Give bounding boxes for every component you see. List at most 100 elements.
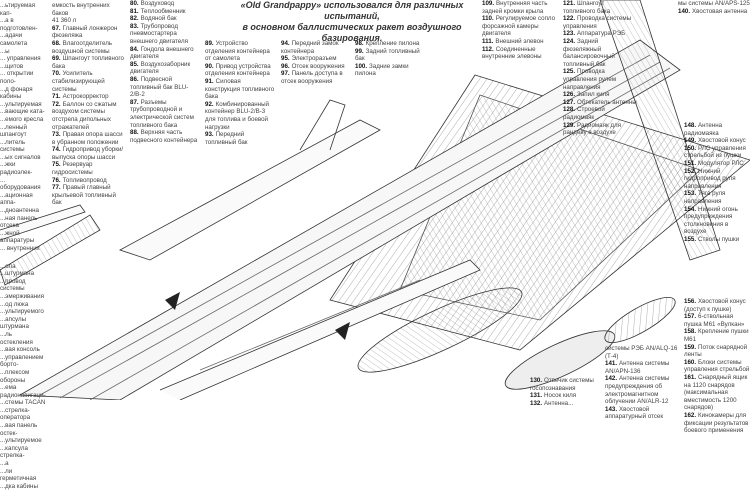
legend-text: 6-ствольная пушка М61 «Вулкан» <box>684 313 745 328</box>
legend-text: Передний топливный бак <box>205 131 248 146</box>
legend-text: ...капсула стрелка- <box>0 444 28 460</box>
legend-number: 150. <box>684 144 697 152</box>
legend-item: ...вая панель остек- <box>0 422 46 437</box>
legend-item: 122.Проводка системы управления <box>563 15 637 30</box>
legend-text: Влагоотделитель воздушной системы <box>52 39 113 55</box>
legend-text: Устройство отделения контейнера от самол… <box>205 40 270 63</box>
legend-text: Гидропривод уборки/выпуска опоры шасси <box>52 146 124 161</box>
legend-item: 162.Кинокамеры для фиксации результатов … <box>684 412 750 435</box>
legend-text: Антенна радиомаяка <box>684 122 723 137</box>
legend-item: 140.Хвостовая антенна <box>678 8 750 16</box>
legend-item: ...ная панель отсека <box>0 215 46 230</box>
legend-text: 41 360 л <box>52 17 77 25</box>
legend-item: ... внутренних <box>0 245 46 253</box>
legend-item: 161.Снарядный ящик на 1120 снарядов (мак… <box>684 374 750 412</box>
legend-item: 152.Нижний гидропривод руля направления <box>684 168 750 191</box>
arrow-marker <box>165 292 180 310</box>
legend-text: Трубопровод пневмостартера внешнего двиг… <box>130 22 188 45</box>
legend-item: ...стрелка-оператора <box>0 407 46 422</box>
legend-number: 83. <box>130 22 139 30</box>
legend-number: 160. <box>684 358 697 366</box>
legend-item: 159.Поток снарядной ленты <box>684 344 750 359</box>
legend-text: Передний замок контейнера <box>281 40 339 55</box>
legend-item: 76.Топливопровод <box>52 177 124 185</box>
legend-text: ...ы <box>0 47 10 55</box>
legend-item: ...ьтируемая кап- <box>0 2 46 17</box>
legend-number: 67. <box>52 24 61 32</box>
legend-item: ...жки радиоэлек- <box>0 161 46 176</box>
legend-item: ... управления <box>0 55 46 63</box>
legend-number: 89. <box>205 40 214 47</box>
legend-number: 153. <box>684 190 697 198</box>
legend-item: ...капсула стрелка- <box>0 445 46 460</box>
legend-item: 86.Подвесной топливный бак BLU-2/B-2 <box>130 76 198 99</box>
legend-text: Антенна... <box>544 399 574 407</box>
legend-text: ...вая консоль <box>0 346 40 354</box>
legend-number: 85. <box>130 60 139 68</box>
legend-number: 149. <box>684 137 697 145</box>
legend-number: 95. <box>281 55 290 63</box>
legend-text: Правый главный крыльевой топливный бак <box>52 184 116 207</box>
legend-number: 73. <box>52 131 61 139</box>
legend-item: 109.Внутренняя часть задней кромки крыла <box>482 0 556 15</box>
legend-item: ...адачи самолета <box>0 32 46 47</box>
legend-text: Аппаратура РЭБ <box>577 30 626 38</box>
legend-item: 73.Правая опора шасси в убранном положен… <box>52 131 124 146</box>
legend-item: системы РЭБ AN/ALQ-16 (Т-4) <box>605 345 679 360</box>
legend-item: ...ых сигналов <box>0 154 46 162</box>
legend-item: 160.Блоки системы управления стрельбой <box>684 359 750 374</box>
legend-text: ...ультируемая <box>0 100 42 108</box>
legend-item: 87.Разъемы трубопроводной и электрическо… <box>130 99 198 129</box>
legend-text: ...ленный шпангоут <box>0 123 27 139</box>
nose-cone-upper <box>0 204 86 241</box>
legend-text: Шпангоут топливного бака <box>563 0 611 15</box>
legend-item: 81.Теплообменник <box>130 8 198 16</box>
tail-gun-section <box>604 297 676 343</box>
legend-item: ...ультируемая <box>0 101 46 109</box>
legend-item: 148.Антенна радиомаяка <box>684 122 750 137</box>
legend-text: ...емого кресла <box>0 115 44 123</box>
legend-item: ...эмерживания <box>0 293 46 301</box>
legend-item: ...ли герметичная <box>0 468 46 483</box>
legend-text: емкость внутренних баков <box>52 2 110 17</box>
legend-text: Крепление пушки М61 <box>684 328 749 343</box>
legend-text: ...штурмана <box>0 270 35 278</box>
legend-text: Хвостовой конус <box>698 137 746 145</box>
legend-item: 129.Радиомаяк для рандеву в воздухе <box>563 122 637 137</box>
legend-number: 84. <box>130 45 139 53</box>
legend-text: системы РЭБ AN/ALQ-16 (Т-4) <box>605 345 678 360</box>
legend-item: ...ультируемого <box>0 308 46 316</box>
legend-item: 154.Нижний огонь предупреждения столкнов… <box>684 206 750 236</box>
legend-text: ... открытии поло- <box>0 70 34 85</box>
legend-number: 94. <box>281 40 290 47</box>
legend-item: ...управлением борто- <box>0 354 46 369</box>
legend-item: 90.Привод устройства отделения контейнер… <box>205 63 275 78</box>
legend-text: Панель доступа в отсек вооружения <box>281 70 343 85</box>
legend-text: Подвесной топливный бак BLU-2/B-2 <box>130 75 189 99</box>
legend-number: 72. <box>52 100 61 108</box>
legend-number: 69. <box>52 55 61 63</box>
legend-item: 150.РЛС управления стрельбой из пушки <box>684 145 750 160</box>
legend-item: 95.Электроразъем <box>281 55 349 63</box>
legend-text: Модулятор РЛС <box>698 159 744 167</box>
aircraft-cutaway-drawing <box>0 0 750 400</box>
legend-column-89-93: 89.Устройство отделения контейнера от са… <box>205 40 275 146</box>
legend-item: 111.Внешний элевон <box>482 38 556 46</box>
legend-text: Водяной бак <box>140 15 177 23</box>
legend-text: ...ли герметичная <box>0 467 37 483</box>
legend-text: ...д фонаря кабины <box>0 85 33 101</box>
legend-text: ...стрелка-оператора <box>0 406 31 422</box>
legend-item: 155.Стволы пушки <box>684 236 750 244</box>
legend-number: 97. <box>281 70 290 78</box>
legend-text: ... внутренних <box>0 245 40 252</box>
legend-text: ... управления <box>0 55 41 63</box>
legend-number: 77. <box>52 184 61 192</box>
legend-number: 121. <box>563 0 576 7</box>
legend-text: Силовая конструкция топливного бака <box>205 77 275 101</box>
legend-column-156-162: 156.Хвостовой конус (доступ к пушке)157.… <box>684 298 750 435</box>
legend-number: 90. <box>205 62 214 70</box>
legend-number: 129. <box>563 121 576 129</box>
